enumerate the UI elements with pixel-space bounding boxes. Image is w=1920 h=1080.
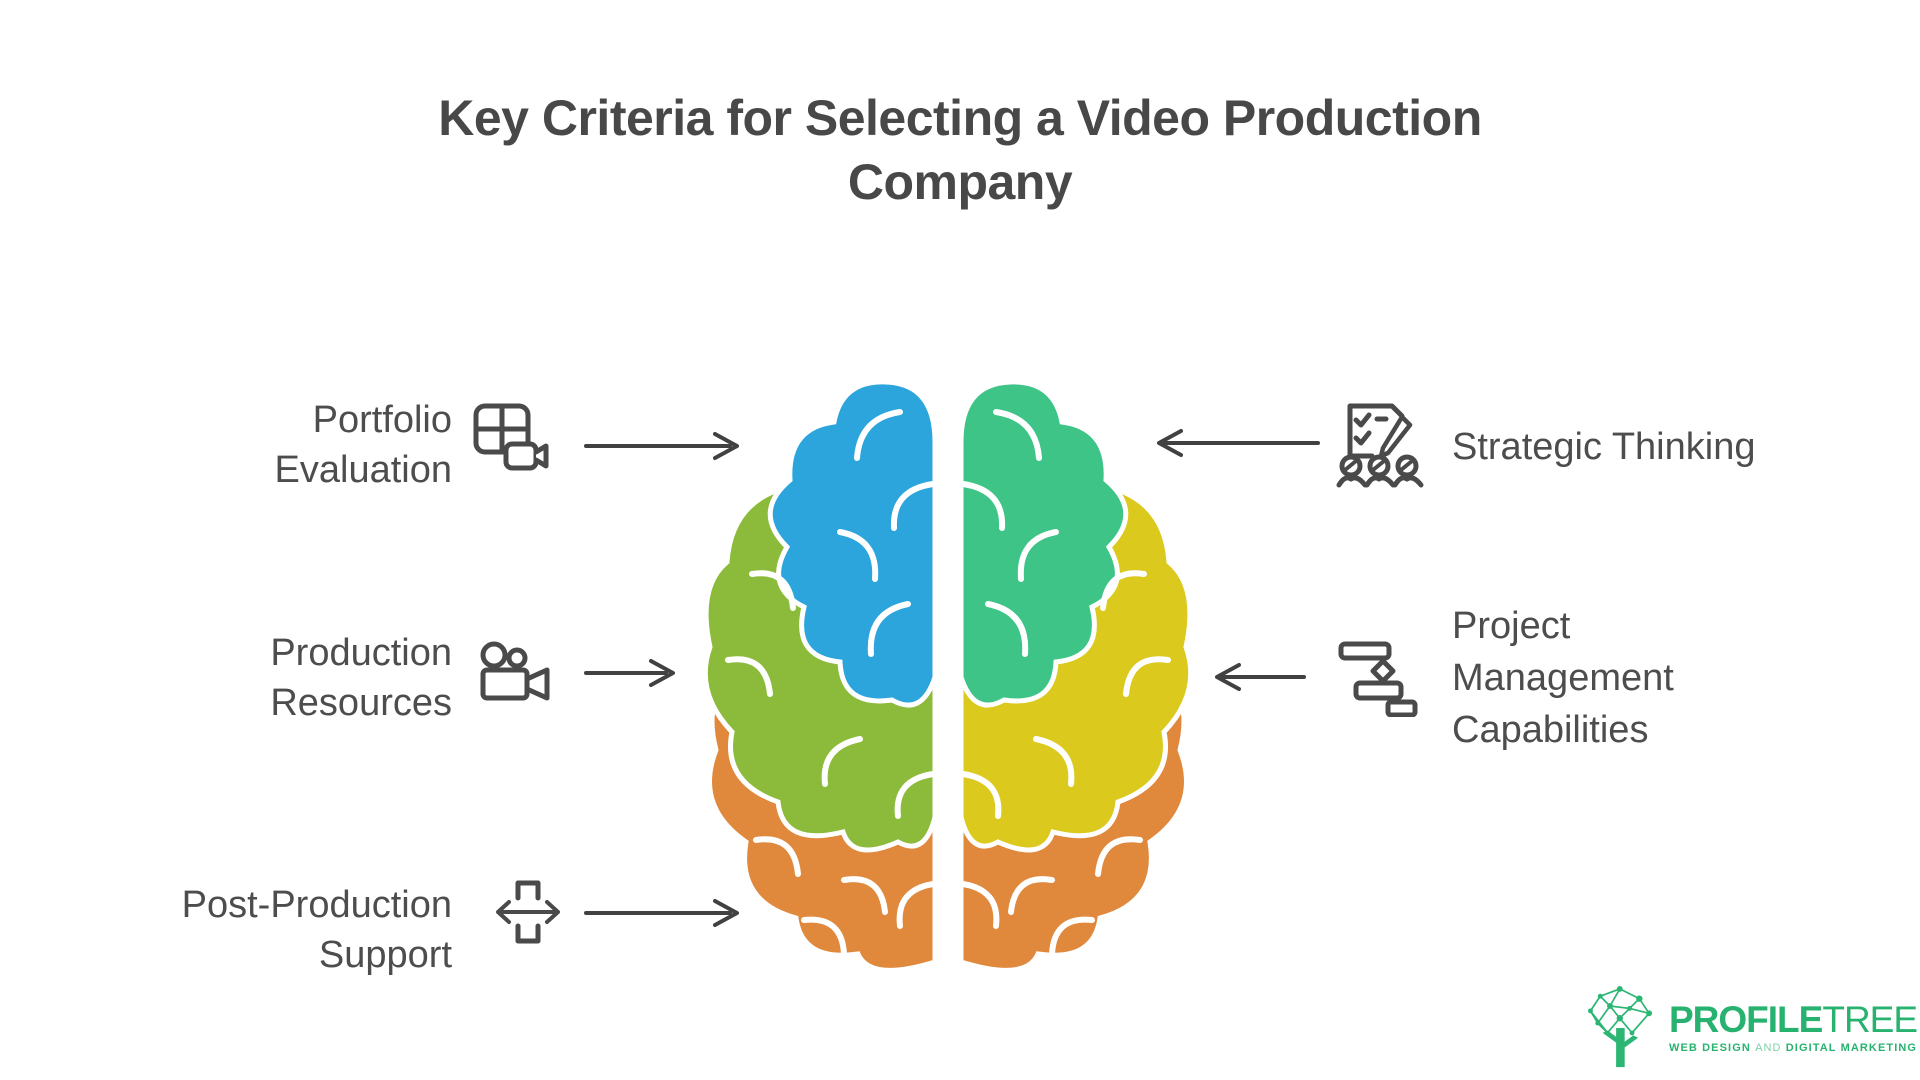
strategic-thinking-label: Strategic Thinking (1452, 426, 1756, 468)
brain-right-hemisphere (961, 382, 1191, 970)
profiletree-logo: PROFILETREE WEB DESIGN AND DIGITAL MARKE… (1583, 984, 1918, 1072)
page-title-line1: Key Criteria for Selecting a Video Produ… (438, 90, 1482, 146)
horizontal-expand-icon (492, 878, 564, 951)
page-title: Key Criteria for Selecting a Video Produ… (0, 86, 1920, 214)
post-production-support-label: Post-Production Support (181, 884, 452, 976)
video-gallery-icon (472, 400, 552, 487)
post-production-arrow (584, 899, 739, 927)
project-management-label: Project Management Capabilities (1452, 605, 1674, 751)
brain-left-hemisphere (705, 382, 935, 970)
page-title-line2: Company (847, 154, 1073, 210)
profiletree-tagline: WEB DESIGN AND DIGITAL MARKETING (1669, 1042, 1918, 1054)
gantt-flow-icon (1338, 641, 1418, 722)
production-resources-label: Production Resources (270, 632, 452, 724)
portfolio-evaluation-label: Portfolio Evaluation (274, 399, 452, 491)
brain-illustration (690, 362, 1206, 980)
film-camera-icon (478, 640, 556, 715)
checklist-team-icon (1336, 400, 1424, 495)
portfolio-arrow (584, 432, 739, 460)
profiletree-wordmark: PROFILETREE (1669, 999, 1918, 1040)
strategic-thinking-arrow (1157, 429, 1320, 457)
production-arrow (584, 659, 675, 687)
profiletree-tree-icon (1588, 985, 1653, 1068)
project-management-arrow (1215, 663, 1306, 691)
